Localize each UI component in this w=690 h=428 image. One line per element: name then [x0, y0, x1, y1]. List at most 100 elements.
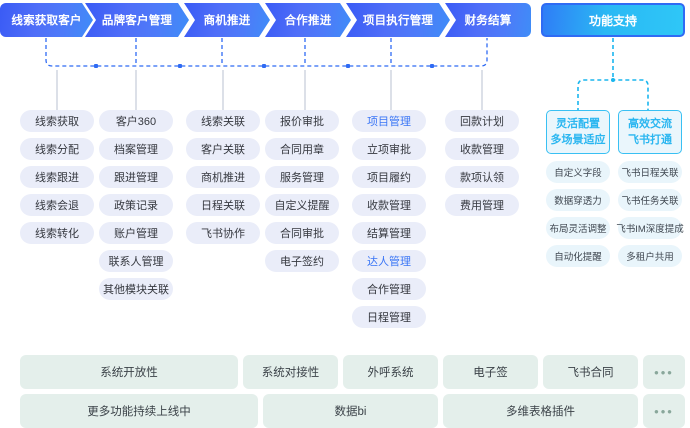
feature-pill[interactable]: 跟进管理 — [99, 166, 173, 188]
row-integrations: 系统开放性系统对接性外呼系统 电子签 飞书合同 ••• — [0, 355, 690, 389]
more-options-button[interactable]: ••• — [643, 394, 685, 428]
support-column-flexible-config: 灵活配置多场景适应自定义字段数据穿透力布局灵活调整自动化提醒 — [546, 110, 610, 273]
feature-pill[interactable]: 结算管理 — [352, 222, 426, 244]
flow-step-3[interactable]: 商机推进 — [184, 3, 270, 37]
support-feature-pill[interactable]: 数据穿透力 — [546, 189, 610, 211]
feature-pill-label: 日程关联 — [201, 200, 245, 212]
feature-pill[interactable]: 回款计划 — [445, 110, 519, 132]
feature-pill[interactable]: 线索关联 — [186, 110, 260, 132]
support-feature-pill[interactable]: 自定义字段 — [546, 161, 610, 183]
support-feature-pill[interactable]: 飞书IM深度提成 — [616, 217, 684, 239]
feature-pill[interactable]: 合作管理 — [352, 278, 426, 300]
feature-pill[interactable]: 飞书协作 — [186, 222, 260, 244]
feature-pill[interactable]: 线索转化 — [20, 222, 94, 244]
feature-pill-label: 线索关联 — [201, 116, 245, 128]
support-feature-pill[interactable]: 飞书日程关联 — [618, 161, 682, 183]
feature-pill-label: 客户360 — [115, 116, 157, 128]
feature-pill[interactable]: 立项审批 — [352, 138, 426, 160]
feature-pill[interactable]: 项目管理 — [352, 110, 426, 132]
bottom-card[interactable]: 系统对接性 — [243, 355, 338, 389]
bottom-card[interactable]: 系统开放性 — [20, 355, 238, 389]
feature-pill-label: 合同用章 — [280, 144, 324, 156]
feature-pill[interactable]: 联系人管理 — [99, 250, 173, 272]
bottom-card[interactable]: 更多功能持续上线中 — [20, 394, 258, 428]
feature-pill[interactable]: 政策记录 — [99, 194, 173, 216]
feature-pill[interactable]: 报价审批 — [265, 110, 339, 132]
feature-pill[interactable]: 自定义提醒 — [265, 194, 339, 216]
support-header-label: 功能支持 — [588, 13, 637, 28]
feature-pill-label: 档案管理 — [114, 144, 158, 156]
column-project-execution: 项目管理立项审批项目履约收款管理结算管理达人管理合作管理日程管理 — [352, 110, 426, 334]
feature-pill[interactable]: 款项认领 — [445, 166, 519, 188]
support-feature-pill[interactable]: 多租户共用 — [618, 245, 682, 267]
support-feature-pill-label: 飞书IM深度提成 — [616, 224, 684, 235]
feature-pill-label: 回款计划 — [460, 116, 504, 128]
support-header-line1: 灵活配置 — [556, 118, 600, 130]
column-opportunity: 线索关联客户关联商机推进日程关联飞书协作 — [186, 110, 260, 250]
feature-pill[interactable]: 其他模块关联 — [99, 278, 173, 300]
support-feature-pill[interactable]: 自动化提醒 — [546, 245, 610, 267]
feature-pill-label: 线索会退 — [35, 200, 79, 212]
flow-step-label: 项目执行管理 — [362, 15, 434, 27]
more-options-button[interactable]: ••• — [643, 355, 685, 389]
feature-pill[interactable]: 商机推进 — [186, 166, 260, 188]
feature-pill-label: 政策记录 — [114, 200, 158, 212]
feature-pill-label: 服务管理 — [280, 172, 324, 184]
support-header-card[interactable]: 功能支持 — [541, 3, 685, 37]
flow-step-5[interactable]: 项目执行管理 — [346, 3, 450, 37]
feature-pill-label: 项目管理 — [367, 116, 411, 128]
feature-pill[interactable]: 账户管理 — [99, 222, 173, 244]
support-column-header[interactable]: 灵活配置多场景适应 — [546, 110, 610, 154]
feature-pill[interactable]: 收款管理 — [445, 138, 519, 160]
ellipsis-icon: ••• — [654, 403, 674, 419]
feature-pill-label: 线索分配 — [35, 144, 79, 156]
feature-pill[interactable]: 线索分配 — [20, 138, 94, 160]
bottom-card[interactable]: 外呼系统 — [343, 355, 438, 389]
feature-pill[interactable]: 客户360 — [99, 110, 173, 132]
feature-pill[interactable]: 线索获取 — [20, 110, 94, 132]
feature-pill[interactable]: 费用管理 — [445, 194, 519, 216]
column-lead-acquisition: 线索获取线索分配线索跟进线索会退线索转化 — [20, 110, 94, 250]
feature-pill-label: 合同审批 — [280, 228, 324, 240]
support-feature-pill-label: 数据穿透力 — [554, 196, 602, 207]
feature-pill[interactable]: 线索跟进 — [20, 166, 94, 188]
bottom-card[interactable]: 多维表格插件 — [443, 394, 638, 428]
feature-pill[interactable]: 收款管理 — [352, 194, 426, 216]
feature-pill[interactable]: 日程管理 — [352, 306, 426, 328]
flow-step-4[interactable]: 合作推进 — [265, 3, 351, 37]
feature-pill[interactable]: 线索会退 — [20, 194, 94, 216]
feature-pill[interactable]: 客户关联 — [186, 138, 260, 160]
support-feature-pill-label: 自动化提醒 — [554, 252, 602, 263]
flow-step-label: 商机推进 — [203, 15, 251, 27]
bottom-card-label: 更多功能持续上线中 — [87, 406, 191, 418]
feature-pill-label: 日程管理 — [367, 312, 411, 324]
feature-pill-label: 联系人管理 — [108, 256, 164, 268]
feature-pill-label: 收款管理 — [460, 144, 504, 156]
support-feature-pill[interactable]: 飞书任务关联 — [618, 189, 682, 211]
flow-step-2[interactable]: 品牌客户管理 — [85, 3, 189, 37]
support-feature-pill-label: 飞书日程关联 — [621, 168, 679, 179]
support-column-header[interactable]: 高效交流飞书打通 — [618, 110, 682, 154]
feature-pill[interactable]: 电子签约 — [265, 250, 339, 272]
support-feature-pill[interactable]: 布局灵活调整 — [546, 217, 610, 239]
feature-pill[interactable]: 合同审批 — [265, 222, 339, 244]
flow-step-1[interactable]: 线索获取客户 — [0, 3, 93, 37]
feature-pill-label: 合作管理 — [367, 284, 411, 296]
flow-step-6[interactable]: 财务结算 — [445, 3, 531, 37]
bottom-card-label: 电子签 — [473, 367, 508, 379]
bottom-card[interactable]: 飞书合同 — [543, 355, 638, 389]
flow-step-label: 财务结算 — [464, 15, 512, 27]
bottom-card[interactable]: 电子签 — [443, 355, 538, 389]
bottom-card[interactable]: 数据bi — [263, 394, 438, 428]
feature-pill[interactable]: 日程关联 — [186, 194, 260, 216]
feature-pill[interactable]: 档案管理 — [99, 138, 173, 160]
ellipsis-icon: ••• — [654, 364, 674, 380]
feature-pill[interactable]: 合同用章 — [265, 138, 339, 160]
feature-pill[interactable]: 项目履约 — [352, 166, 426, 188]
support-header-line2: 多场景适应 — [550, 134, 606, 146]
column-cooperation: 报价审批合同用章服务管理自定义提醒合同审批电子签约 — [265, 110, 339, 278]
feature-pill-label: 达人管理 — [367, 256, 411, 268]
feature-pill[interactable]: 达人管理 — [352, 250, 426, 272]
feature-pill[interactable]: 服务管理 — [265, 166, 339, 188]
